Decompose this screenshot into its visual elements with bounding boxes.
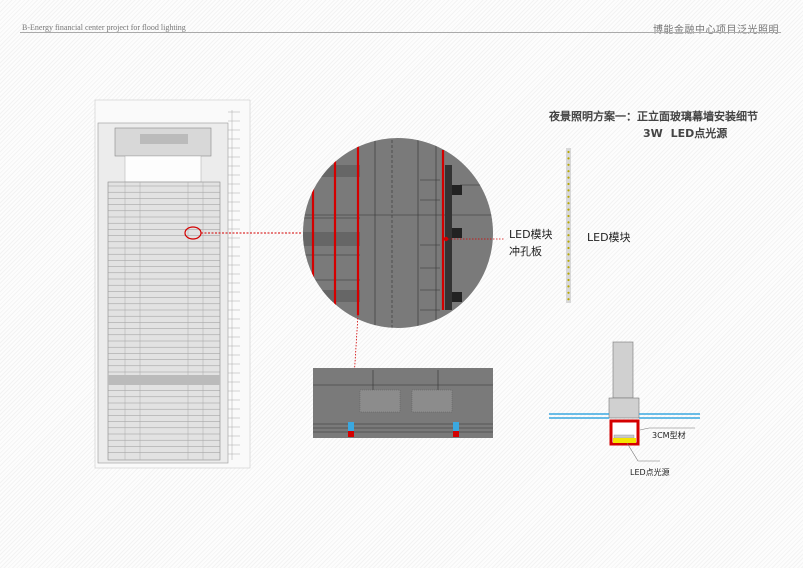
- led-dot: [567, 253, 570, 256]
- led-dot: [567, 291, 570, 294]
- led-dot: [567, 240, 570, 243]
- led-dot: [567, 208, 570, 211]
- led-dot: [567, 266, 570, 269]
- led-dot: [567, 170, 570, 173]
- plan-subtitle: 3W LED点光源: [643, 127, 728, 140]
- label-led-module-strip: LED模块: [587, 231, 631, 244]
- header-project-title-cn: 博能金融中心项目泛光照明: [653, 25, 779, 36]
- led-dot: [567, 214, 570, 218]
- led-dot: [567, 246, 570, 250]
- building-elevation: [94, 99, 251, 469]
- led-dot: [567, 202, 570, 205]
- led-dot: [567, 157, 570, 160]
- label-led-point-source: LED点光源: [630, 468, 670, 477]
- led-dot: [567, 221, 570, 224]
- led-dot: [567, 163, 570, 166]
- section-plan-detail: [313, 368, 493, 438]
- led-dot: [567, 227, 570, 230]
- led-dot: [567, 182, 570, 186]
- header-project-name: B-Energy financial center project for fl…: [22, 23, 186, 32]
- header-divider: [20, 32, 781, 33]
- label-perforated-panel: 冲孔板: [509, 245, 542, 258]
- led-dot: [567, 195, 570, 198]
- label-led-module-detail: LED模块: [509, 228, 553, 241]
- led-dot: [567, 150, 570, 154]
- profile-cross-section: [549, 341, 700, 462]
- plan-title: 夜景照明方案一：正立面玻璃幕墙安装细节: [549, 110, 758, 123]
- led-dot: [567, 259, 570, 262]
- led-dot: [567, 234, 570, 237]
- led-dot: [567, 189, 570, 192]
- led-strip: [566, 148, 571, 303]
- led-dot: [567, 285, 570, 288]
- led-dot: [567, 278, 570, 282]
- magnified-section-detail: [303, 138, 493, 328]
- led-dot: [567, 298, 570, 301]
- led-dot: [567, 176, 570, 179]
- led-dot: [567, 272, 570, 275]
- label-3cm-profile: 3CM型材: [652, 431, 686, 440]
